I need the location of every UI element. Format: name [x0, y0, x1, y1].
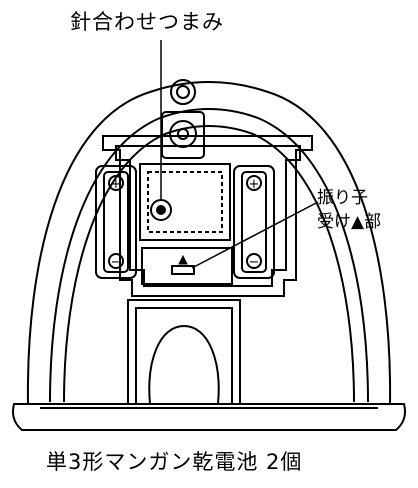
right-battery-plus-icon: + — [249, 177, 260, 192]
pendulum-window-frame — [127, 299, 241, 405]
right-battery-minus-icon: − — [249, 255, 260, 270]
top-boss — [169, 120, 197, 148]
hand-setting-knob-label: 針合わせつまみ — [70, 10, 224, 34]
pendulum-box — [141, 247, 233, 285]
battery-note: 単3形マンガン乾電池 2個 — [46, 450, 303, 474]
left-battery-minus-icon: − — [111, 255, 122, 270]
clock-base — [12, 403, 406, 431]
right-battery-compartment — [233, 165, 275, 279]
left-battery-plus-circle — [108, 175, 124, 191]
right-battery-plus-circle — [246, 175, 262, 191]
rear-panel-inner — [115, 145, 301, 287]
pendulum-receiver-label-line1: 振り子 — [317, 188, 368, 208]
clock-inner-shell — [49, 108, 369, 403]
pendulum-receiver-mark — [178, 254, 188, 265]
pendulum-window — [135, 307, 233, 405]
left-battery — [103, 171, 129, 273]
pendulum-disc — [148, 324, 220, 405]
left-battery-compartment — [95, 165, 137, 279]
hanging-hole — [170, 79, 196, 105]
right-battery-minus-circle — [246, 253, 262, 269]
pendulum-receiver-label-line2: 受け▲部 — [317, 212, 382, 232]
left-battery-minus-circle — [108, 253, 124, 269]
left-battery-plus-icon: + — [111, 177, 122, 192]
clock-outer-shell — [26, 81, 392, 405]
rear-panel — [102, 135, 313, 297]
pendulum-leader-line — [191, 201, 319, 269]
hand-setting-knob-center — [156, 205, 166, 215]
top-boss-frame — [161, 111, 205, 159]
pendulum-receiver — [171, 265, 195, 275]
top-boss-center — [177, 128, 189, 140]
hanging-hole-inner — [176, 85, 190, 99]
movement-box — [139, 163, 231, 241]
movement-box-inner — [147, 171, 223, 233]
right-battery — [241, 171, 267, 273]
clock-inner-shell-2 — [63, 125, 355, 403]
